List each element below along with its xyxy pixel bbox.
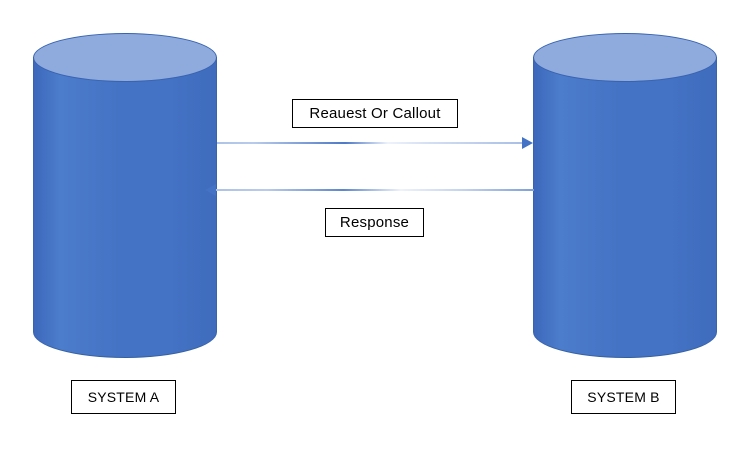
request-arrow-line xyxy=(217,142,522,144)
request-label-box[interactable]: Reauest Or Callout xyxy=(292,99,458,128)
system-a-cylinder-top xyxy=(33,33,217,82)
system-a-cylinder[interactable] xyxy=(33,33,217,358)
request-arrowhead-icon xyxy=(522,137,533,149)
system-b-label-box[interactable]: SYSTEM B xyxy=(571,380,676,414)
request-arrow[interactable] xyxy=(217,136,533,150)
request-label-text: Reauest Or Callout xyxy=(309,105,441,122)
system-a-label-text: SYSTEM A xyxy=(87,389,160,405)
response-arrowhead-icon xyxy=(205,184,216,196)
response-arrow[interactable] xyxy=(205,183,534,197)
system-b-cylinder[interactable] xyxy=(533,33,717,358)
system-b-label-text: SYSTEM B xyxy=(587,389,660,405)
system-b-cylinder-top xyxy=(533,33,717,82)
system-a-label-box[interactable]: SYSTEM A xyxy=(71,380,176,414)
response-arrow-line xyxy=(216,189,534,191)
response-label-box[interactable]: Response xyxy=(325,208,424,237)
system-a-cylinder-body xyxy=(33,57,217,358)
response-label-text: Response xyxy=(339,214,410,231)
system-b-cylinder-body xyxy=(533,57,717,358)
